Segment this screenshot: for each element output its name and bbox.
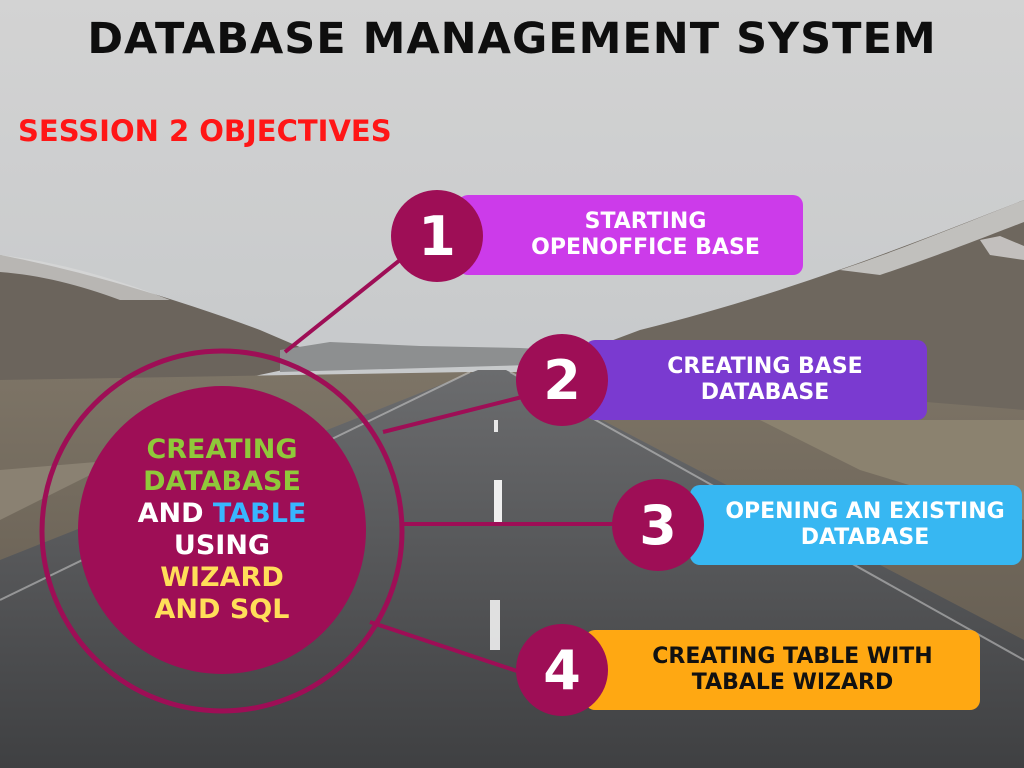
objective-4-number: 4 bbox=[516, 624, 608, 716]
center-line-1: CREATING bbox=[146, 434, 298, 465]
center-word-and: AND bbox=[137, 498, 204, 529]
objective-1-line-2: OPENOFFICE BASE bbox=[531, 235, 760, 260]
page-title: DATABASE MANAGEMENT SYSTEM bbox=[87, 14, 937, 64]
center-line-6: AND SQL bbox=[154, 594, 290, 625]
objective-1-bar: STARTING OPENOFFICE BASE bbox=[458, 195, 803, 275]
center-word-table: TABLE bbox=[212, 498, 307, 529]
objective-4-bar: CREATING TABLE WITH TABALE WIZARD bbox=[585, 630, 980, 710]
session-subtitle: SESSION 2 OBJECTIVES bbox=[18, 114, 392, 148]
objective-2-bar: CREATING BASE DATABASE bbox=[585, 340, 927, 420]
objective-1-number: 1 bbox=[391, 190, 483, 282]
connector-line-2 bbox=[382, 393, 531, 434]
objective-2-line-2: DATABASE bbox=[700, 380, 830, 405]
center-topic: CREATING DATABASE AND TABLE USING WIZARD… bbox=[78, 395, 366, 665]
objective-3-line-2: DATABASE bbox=[800, 525, 930, 550]
objective-2-line-1: CREATING BASE bbox=[667, 354, 863, 379]
center-line-4: USING bbox=[173, 530, 271, 561]
objective-4-line-2: TABALE WIZARD bbox=[691, 670, 894, 695]
center-line-3: AND TABLE bbox=[138, 498, 307, 530]
objective-3-bar: OPENING AN EXISTING DATABASE bbox=[690, 485, 1022, 565]
center-ring bbox=[39, 348, 405, 714]
center-line-5: WIZARD bbox=[160, 562, 284, 593]
objective-4-line-1: CREATING TABLE WITH bbox=[652, 644, 933, 669]
objective-3-line-1: OPENING AN EXISTING bbox=[725, 499, 1005, 524]
connector-line-4 bbox=[369, 620, 521, 674]
objective-2-number: 2 bbox=[516, 334, 608, 426]
center-disc bbox=[78, 386, 366, 674]
objective-3-number: 3 bbox=[612, 479, 704, 571]
connector-line-1 bbox=[283, 250, 412, 354]
objective-1-line-1: STARTING bbox=[584, 209, 707, 234]
center-line-2: DATABASE bbox=[143, 466, 301, 497]
